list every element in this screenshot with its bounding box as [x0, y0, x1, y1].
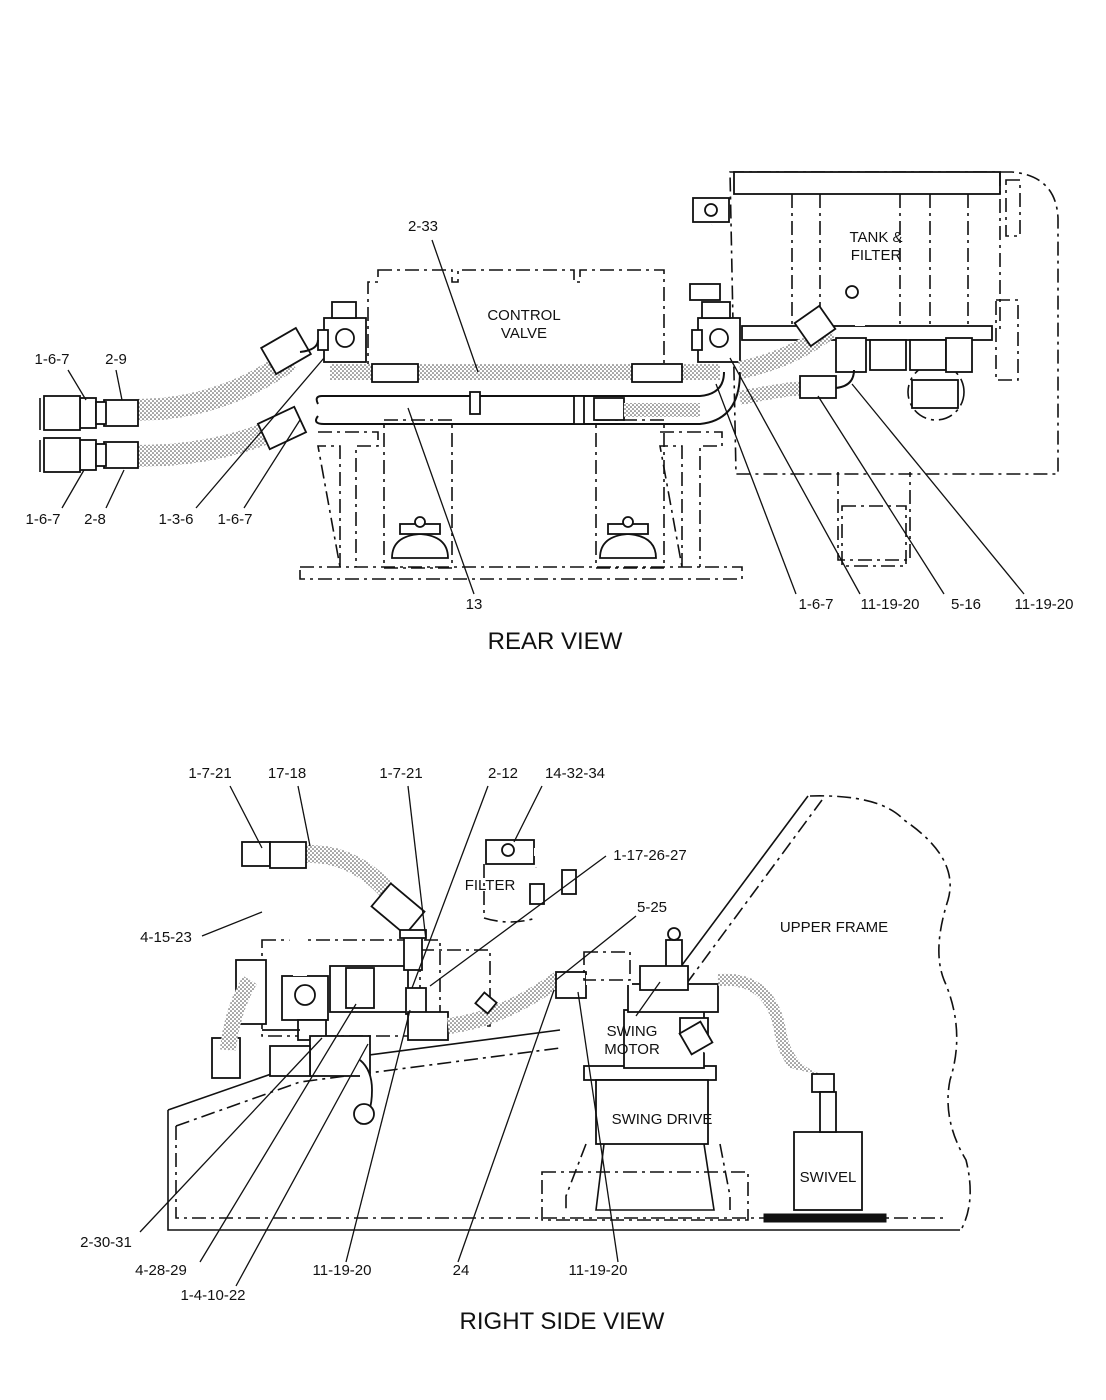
callout-2-9: 2-9 — [105, 351, 127, 368]
pressure-line — [446, 951, 632, 1034]
swing-drive: SWING DRIVE — [541, 1065, 749, 1221]
callout-11-19-20-d: 11-19-20 — [569, 1262, 628, 1279]
swivel: SWIVEL — [763, 1131, 887, 1223]
callout-2-30-31: 2-30-31 — [80, 1234, 132, 1251]
callout-17-18: 17-18 — [268, 765, 306, 782]
callout-1-6-7-b: 1-6-7 — [25, 511, 60, 528]
callout-1-17-26-27: 1-17-26-27 — [613, 847, 686, 864]
filter-label: FILTER — [465, 877, 516, 894]
tank-label-2: FILTER — [851, 247, 902, 264]
swing-motor-label-2: MOTOR — [604, 1041, 660, 1058]
suction-tube — [241, 841, 307, 977]
callout-14-32-34: 14-32-34 — [545, 765, 605, 782]
callout-2-8: 2-8 — [84, 511, 106, 528]
callout-5-16: 5-16 — [951, 596, 981, 613]
pump-hose-lower — [103, 405, 308, 469]
right-side-view-title: RIGHT SIDE VIEW — [460, 1308, 665, 1335]
tank-return-hoses — [738, 304, 855, 405]
control-valve-label-2: VALVE — [501, 325, 547, 342]
callout-2-12: 2-12 — [488, 765, 518, 782]
swivel-hoses — [678, 973, 837, 1133]
tank-label-1: TANK & — [849, 229, 902, 246]
callout-13: 13 — [466, 596, 483, 613]
hose-17-18 — [269, 841, 427, 971]
tank-side-fittings — [833, 279, 973, 373]
callout-1-6-7-a: 1-6-7 — [34, 351, 69, 368]
rear-view-title: REAR VIEW — [488, 628, 623, 655]
upper-frame: UPPER FRAME — [167, 795, 971, 1231]
swivel-label: SWIVEL — [800, 1169, 857, 1186]
upper-frame-label: UPPER FRAME — [780, 919, 888, 936]
pump-flanges — [39, 395, 107, 473]
callout-4-15-23: 4-15-23 — [140, 929, 192, 946]
rear-view: CONTROL VALVE TANK & FILTER — [25, 171, 1074, 655]
swing-motor-label-1: SWING — [607, 1023, 658, 1040]
control-valve-label-1: CONTROL — [487, 307, 560, 324]
main-pump — [211, 939, 491, 1125]
rear-view-leaders — [61, 239, 1025, 595]
valve-section-left — [317, 301, 367, 363]
base-frame — [299, 419, 743, 580]
callout-1-6-7-c: 1-6-7 — [217, 511, 252, 528]
engine-mount-right — [599, 516, 657, 559]
callout-1-4-10-22: 1-4-10-22 — [180, 1287, 245, 1304]
pump-hose-upper — [103, 326, 319, 427]
valve-section-right — [689, 283, 741, 363]
callout-4-28-29: 4-28-29 — [135, 1262, 187, 1279]
swing-drive-label: SWING DRIVE — [612, 1111, 713, 1128]
valve-tubes — [315, 363, 741, 425]
engine-mount-left — [391, 516, 449, 559]
right-side-view: UPPER FRAME SWING DRIVE SWIVEL SWING — [80, 765, 971, 1335]
filter: FILTER — [465, 839, 577, 950]
callout-11-19-20-a: 11-19-20 — [861, 596, 920, 613]
callout-2-33: 2-33 — [408, 218, 438, 235]
callout-11-19-20-b: 11-19-20 — [1015, 596, 1074, 613]
callout-5-25: 5-25 — [637, 899, 667, 916]
callout-1-3-6: 1-3-6 — [158, 511, 193, 528]
tank-suction-tube — [692, 197, 730, 295]
callout-1-7-21-a: 1-7-21 — [188, 765, 231, 782]
callout-24: 24 — [453, 1262, 470, 1279]
callout-1-6-7-d: 1-6-7 — [798, 596, 833, 613]
side-view-leaders — [139, 785, 661, 1287]
control-valve: CONTROL VALVE — [367, 269, 665, 373]
callout-1-7-21-b: 1-7-21 — [379, 765, 422, 782]
pump-side-hoses — [220, 975, 300, 1051]
callout-11-19-20-c: 11-19-20 — [313, 1262, 372, 1279]
